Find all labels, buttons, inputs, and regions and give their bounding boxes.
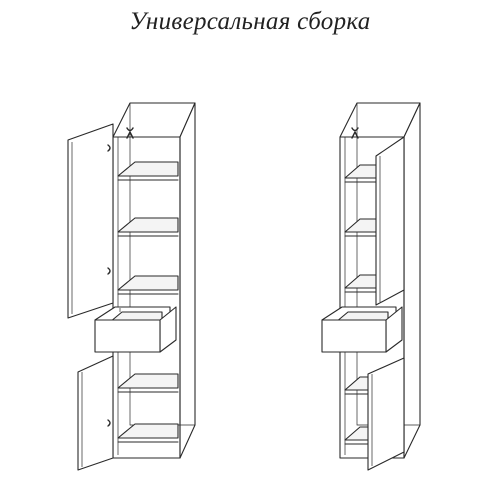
left-shelves (117, 161, 179, 443)
left-lower-door (77, 355, 114, 471)
left-cabinet (67, 102, 196, 471)
right-cabinet-side (403, 102, 421, 459)
left-upper-door (67, 123, 114, 319)
right-lower-door (367, 357, 405, 471)
left-cabinet-side (179, 102, 196, 459)
diagram-title: Универсальная сборка (129, 8, 371, 35)
hinge-icon (107, 144, 111, 275)
right-drawer (321, 306, 403, 353)
left-cabinet-front (112, 136, 181, 459)
right-upper-door (375, 136, 405, 306)
right-cabinet (321, 102, 421, 471)
right-shelves (344, 164, 381, 445)
left-drawer (94, 306, 177, 353)
